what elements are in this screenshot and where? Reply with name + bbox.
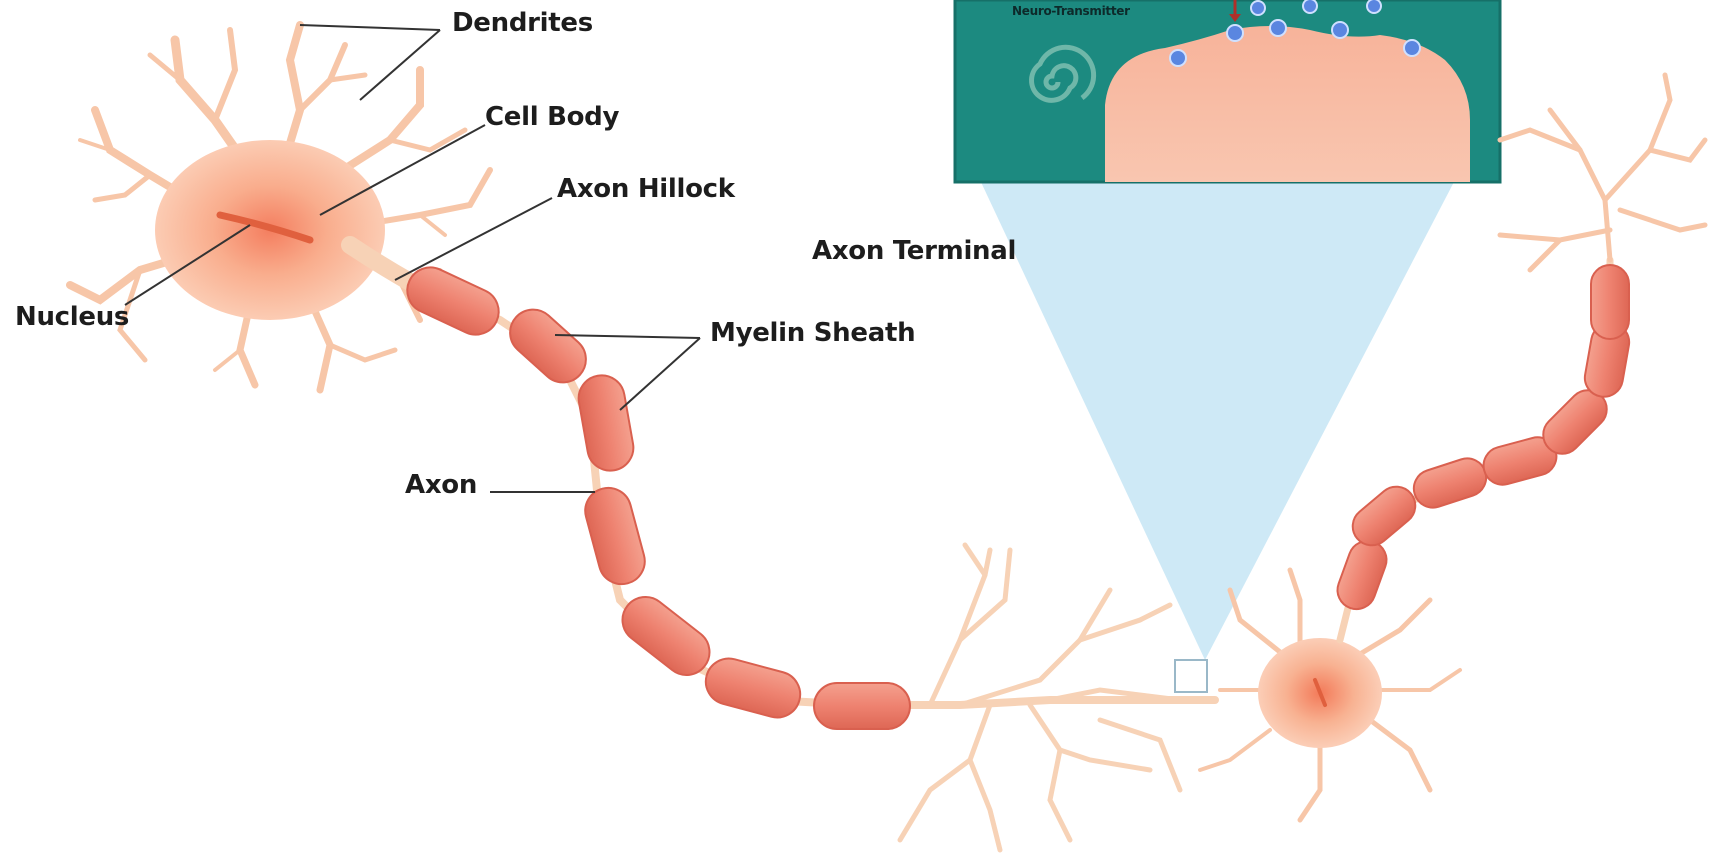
left-cell-body <box>155 140 385 320</box>
label-axon-terminal: Axon Terminal <box>812 236 1016 266</box>
label-nucleus: Nucleus <box>15 302 129 332</box>
label-axon: Axon <box>405 470 477 500</box>
label-myelin-sheath: Myelin Sheath <box>710 318 915 348</box>
axon-terminal-inset <box>955 0 1500 182</box>
label-dendrites: Dendrites <box>452 8 593 38</box>
right-cell-body <box>1258 638 1382 748</box>
label-axon-hillock: Axon Hillock <box>557 174 735 204</box>
synapse-marker <box>1175 660 1207 692</box>
label-cell-body: Cell Body <box>485 102 619 132</box>
right-upper-dendrites <box>1500 75 1705 270</box>
label-neuro-transmitter: Neuro-Transmitter <box>1012 4 1130 18</box>
zoom-cone <box>980 180 1455 660</box>
